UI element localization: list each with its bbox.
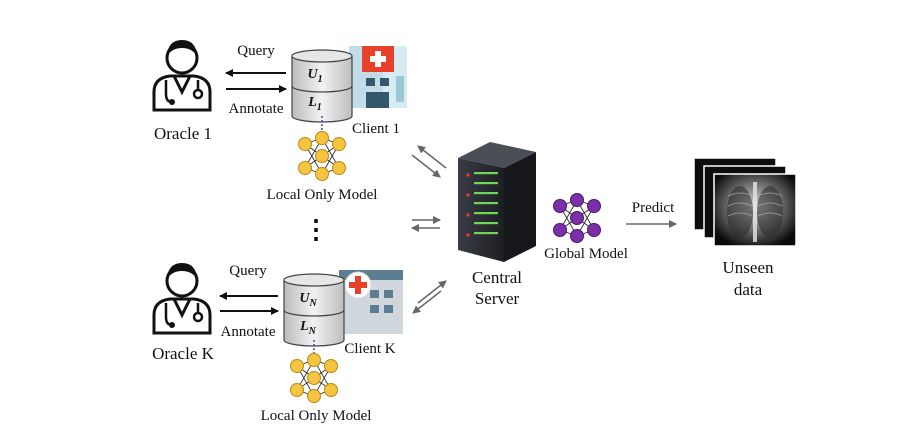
predict-label: Predict xyxy=(632,200,675,216)
oracle-1-label: Oracle 1 xyxy=(154,124,212,143)
local-model-k-icon xyxy=(290,353,338,403)
oracle-k-icon xyxy=(152,261,212,335)
db-unlabeled-k: UN xyxy=(299,291,317,309)
query-label-top: Query xyxy=(237,43,275,59)
local-model-k-label: Local Only Model xyxy=(261,408,372,424)
exchange-arrows-bottom xyxy=(412,280,447,314)
database-client-1 xyxy=(291,49,353,123)
server-icon xyxy=(458,142,536,262)
db-labeled-1: L1 xyxy=(307,95,322,113)
exchange-arrows-top xyxy=(411,145,447,178)
server-label-line1: Central xyxy=(472,268,522,287)
oracle-k-label: Oracle K xyxy=(152,344,215,363)
query-label-bottom: Query xyxy=(229,263,267,279)
local-model-1-icon xyxy=(298,131,346,181)
annotate-label-bottom: Annotate xyxy=(221,324,276,340)
exchange-arrows-middle xyxy=(411,216,441,232)
hospital-1-icon xyxy=(349,46,407,108)
global-model-icon xyxy=(553,193,601,243)
annotate-label-top: Annotate xyxy=(229,101,284,117)
db-labeled-k: LN xyxy=(299,319,317,337)
client-ellipsis: ⋮ xyxy=(303,215,329,244)
xray-stack-icon xyxy=(693,157,797,247)
db-unlabeled-1: U1 xyxy=(307,67,322,85)
unseen-data-line2: data xyxy=(734,280,763,299)
client-1-label: Client 1 xyxy=(352,121,400,137)
global-model-label: Global Model xyxy=(544,246,628,262)
client-k-label: Client K xyxy=(344,341,395,357)
server-label-line2: Server xyxy=(475,289,520,308)
local-model-1-label: Local Only Model xyxy=(267,187,378,203)
hospital-k-icon xyxy=(339,270,403,334)
oracle-1-icon xyxy=(152,38,212,112)
unseen-data-line1: Unseen xyxy=(723,258,774,277)
